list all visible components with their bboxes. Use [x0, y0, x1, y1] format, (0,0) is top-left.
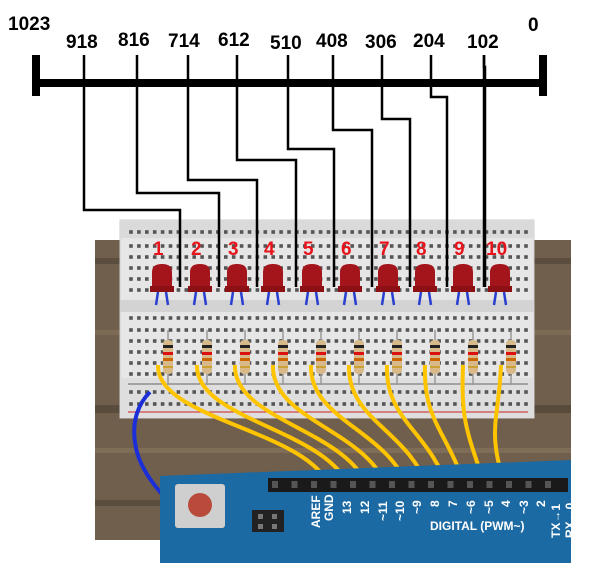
- yellow-wire: [155, 364, 332, 489]
- scale-label: 612: [218, 30, 250, 51]
- resistor: [240, 330, 250, 385]
- led: [150, 264, 174, 306]
- pin-label: 7: [446, 500, 460, 507]
- yellow-wire: [194, 364, 351, 489]
- breadboard-holes: [129, 230, 528, 406]
- pin-label: ~10: [393, 500, 407, 521]
- led-number: 7: [379, 239, 390, 260]
- pin-label: 4: [499, 500, 513, 507]
- resistors: [163, 330, 516, 385]
- led: [225, 264, 249, 306]
- led-number: 8: [416, 239, 427, 260]
- resistor: [506, 330, 516, 385]
- resistor: [278, 330, 288, 385]
- pin-label: 2: [534, 500, 548, 507]
- scale-label: 408: [316, 31, 348, 52]
- led-number: 10: [486, 239, 508, 260]
- leader-line: [380, 55, 412, 287]
- led: [261, 264, 285, 306]
- scale-label: 918: [66, 32, 98, 53]
- led-number: 9: [454, 239, 465, 260]
- resistor: [354, 330, 364, 385]
- rx-pin-label: RX←0: [563, 502, 577, 538]
- led: [338, 264, 362, 306]
- led: [451, 264, 475, 306]
- led-number: 1: [153, 239, 164, 260]
- arduino-board: [160, 460, 571, 563]
- pin-label: ~5: [482, 500, 496, 514]
- scale-label: 204: [413, 31, 445, 52]
- digital-pin-header: [268, 478, 568, 492]
- pin-label: GND: [322, 494, 336, 521]
- scale-label: 102: [467, 32, 499, 53]
- leader-line: [286, 55, 336, 287]
- leader-line: [331, 55, 374, 287]
- pin-label: 8: [428, 500, 442, 507]
- digital-pwm-label: DIGITAL (PWM~): [430, 519, 525, 533]
- scale-label: 306: [365, 32, 397, 53]
- led-number: 6: [341, 239, 352, 260]
- resistor: [468, 330, 478, 385]
- scale-bar: [32, 55, 547, 96]
- led-number: 2: [191, 239, 202, 260]
- pin-label: ~11: [376, 501, 390, 521]
- leader-line: [186, 55, 259, 287]
- resistor: [163, 330, 173, 385]
- scale-label: 510: [270, 33, 302, 54]
- pin-label: AREF: [309, 495, 323, 528]
- pin-label: 13: [340, 500, 354, 514]
- leds: [150, 264, 512, 306]
- leader-line: [235, 55, 298, 287]
- resistor: [202, 330, 212, 385]
- led: [300, 264, 324, 306]
- breadboard: [119, 219, 535, 419]
- led: [376, 264, 400, 306]
- leader-line: [135, 55, 221, 287]
- reset-button[interactable]: [188, 493, 212, 517]
- scale-label: 1023: [8, 14, 51, 35]
- yellow-wire: [232, 364, 370, 489]
- led-number: 3: [228, 239, 239, 260]
- pin-label: ~3: [517, 500, 531, 514]
- led-number: 4: [264, 239, 275, 260]
- scale-label: 816: [118, 30, 150, 51]
- pin-label: 12: [358, 500, 372, 514]
- scale-label: 714: [168, 31, 200, 52]
- resistor: [430, 330, 440, 385]
- resistor: [392, 330, 402, 385]
- leader-line: [429, 55, 449, 287]
- led: [413, 264, 437, 306]
- leader-lines: [82, 55, 487, 287]
- pin-label: ~9: [410, 500, 424, 514]
- led-number: 5: [303, 239, 314, 260]
- resistor: [316, 330, 326, 385]
- tx-pin-label: TX→1: [549, 503, 563, 538]
- led: [188, 264, 212, 306]
- leader-line: [82, 55, 182, 287]
- led: [488, 264, 512, 306]
- scale-label: 0: [528, 15, 539, 36]
- icsp-header: [252, 510, 284, 532]
- pin-label: ~6: [464, 500, 478, 514]
